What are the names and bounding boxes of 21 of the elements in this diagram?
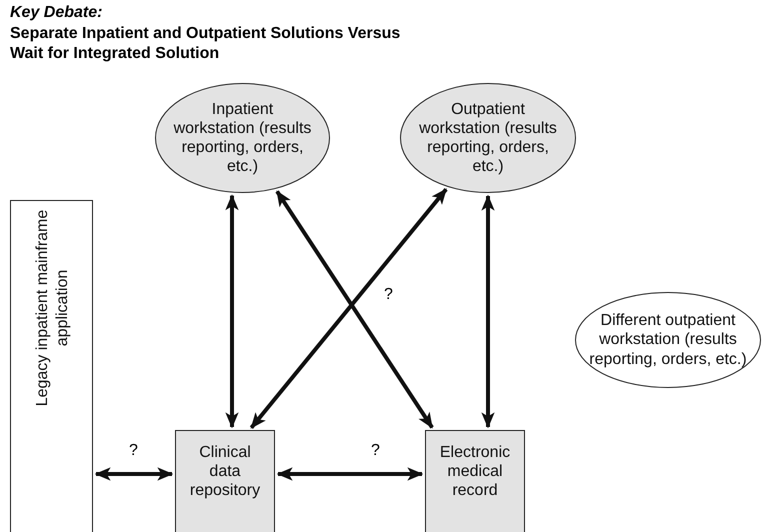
process-box — [425, 430, 525, 532]
double-arrow — [94, 467, 174, 481]
node-label: Different outpatient workstation (results reporting, orders, etc.) — [588, 311, 748, 369]
process-ellipse — [155, 83, 330, 193]
double-arrow — [276, 467, 424, 481]
process-ellipse — [400, 83, 576, 193]
double-arrow — [481, 194, 495, 428]
double-arrow — [250, 188, 448, 429]
node-label: Inpatient workstation (results reporting, orders, etc.) — [172, 100, 312, 176]
process-box — [175, 430, 275, 532]
question-mark: ? — [383, 286, 394, 304]
double-arrow — [275, 190, 434, 429]
title: Separate Inpatient and Outpatient Solutions Versus Wait for Integrated Solution — [10, 24, 402, 64]
process-ellipse — [575, 292, 761, 388]
process-box — [10, 200, 93, 532]
node-label: Legacy inpatient mainframe application — [32, 208, 72, 408]
heading-label: Key Debate: — [10, 4, 102, 22]
node-label: Clinical data repository — [188, 443, 262, 501]
node-label: Electronic medical record — [438, 443, 512, 501]
double-arrow — [225, 194, 239, 428]
node-label: Outpatient workstation (results reporting, orders, etc.) — [418, 100, 558, 176]
